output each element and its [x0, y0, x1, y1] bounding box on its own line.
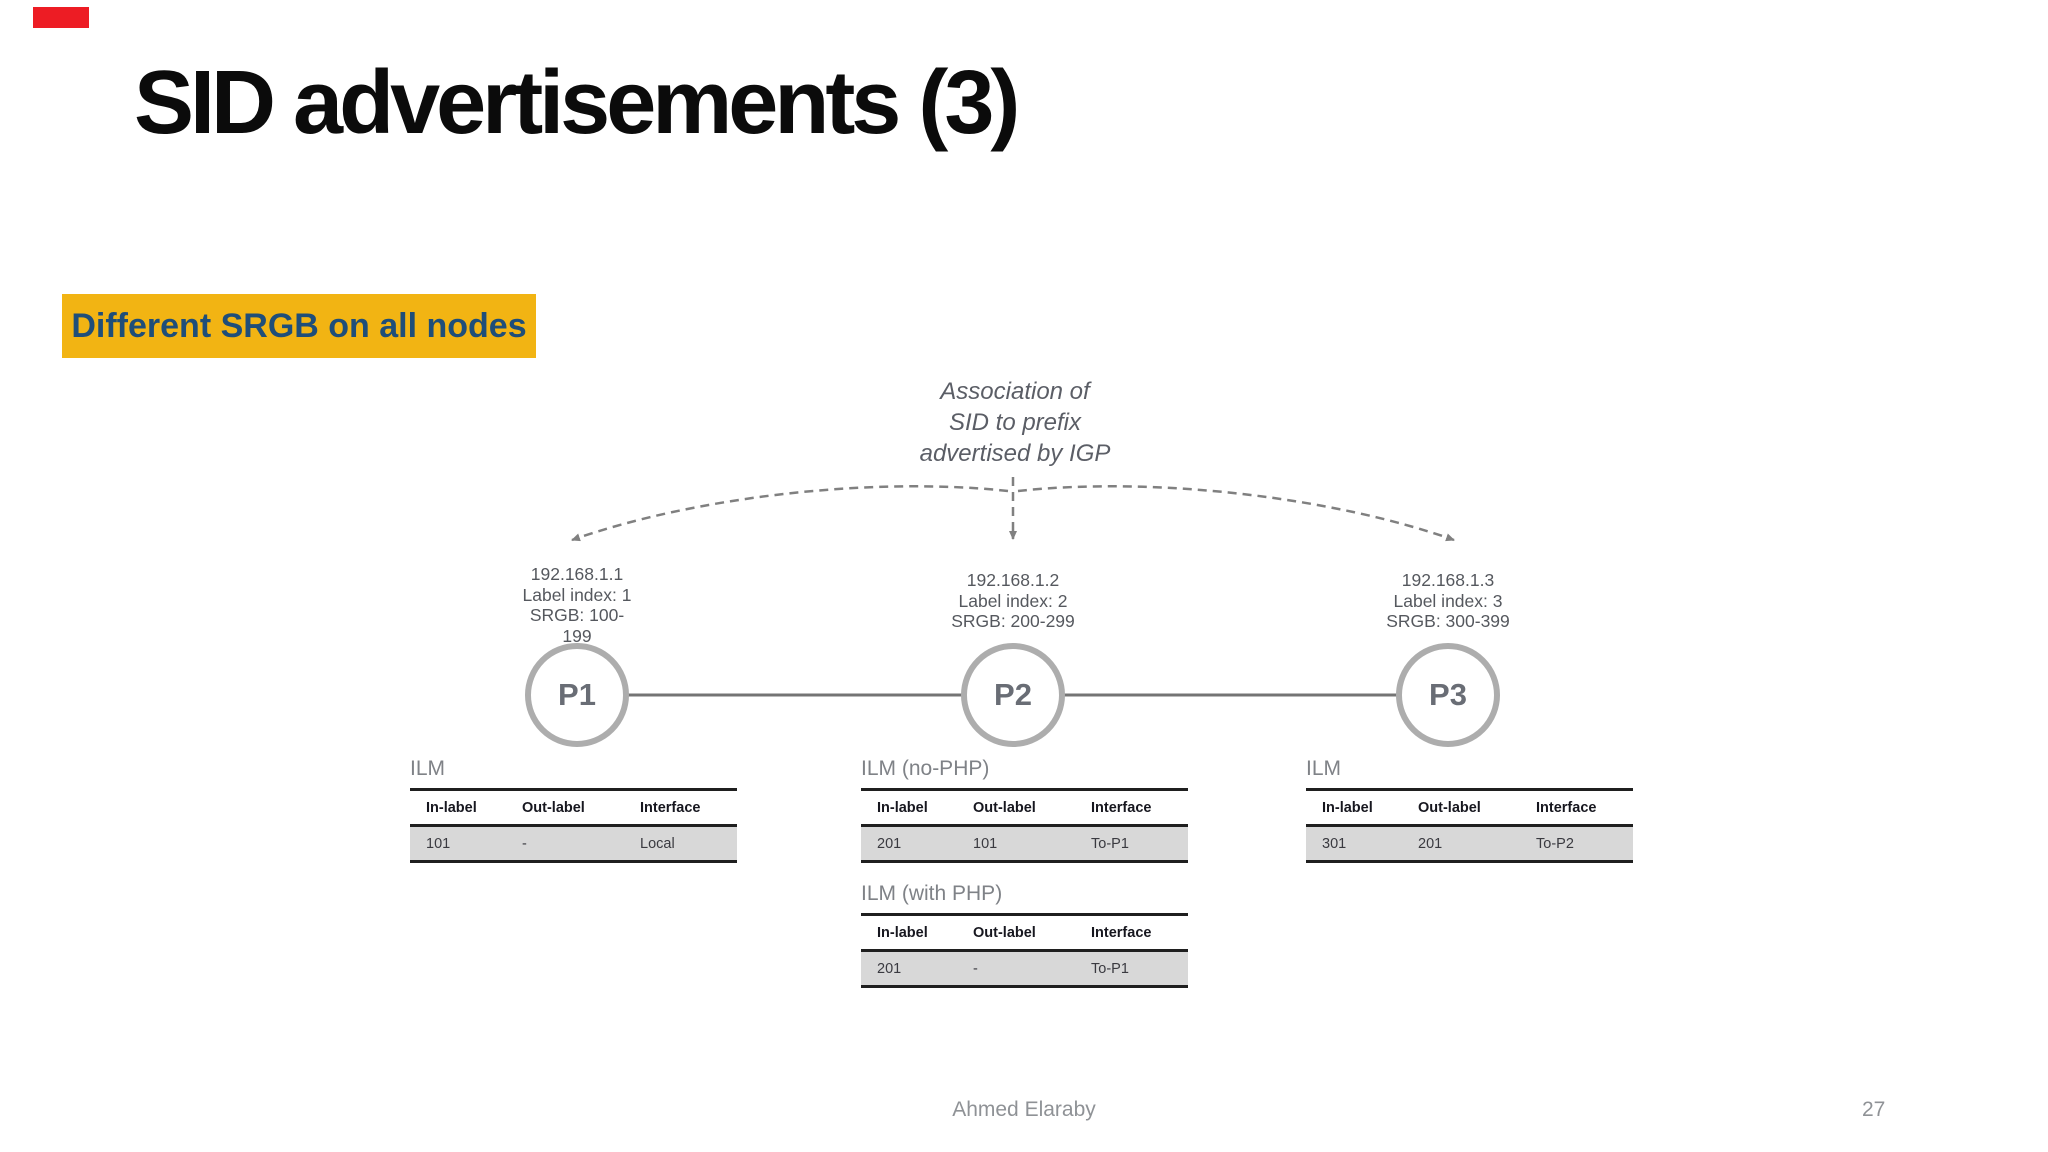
cell-in-label: 201	[861, 950, 957, 987]
node-label-index: Label index: 2	[958, 590, 1068, 611]
col-header-interface: Interface	[624, 789, 737, 827]
node-srgb: SRGB: 200-299	[951, 611, 1075, 631]
cell-in-label: 101	[410, 825, 506, 862]
table-row: 201 101 To-P1	[861, 825, 1188, 862]
page-number: 27	[1862, 1098, 1886, 1121]
annotation-line: advertised by IGP	[919, 440, 1111, 467]
col-header-out-label: Out-label	[506, 789, 624, 827]
node-srgb: SRGB: 300-399	[1386, 611, 1510, 631]
ilm-table-p3: ILM In-label Out-label Interface 301 201…	[1306, 757, 1633, 863]
red-marker	[33, 7, 89, 28]
node-id: P3	[1429, 677, 1467, 712]
cell-out-label: -	[506, 825, 624, 862]
cell-out-label: -	[957, 950, 1075, 987]
cell-interface: To-P1	[1075, 825, 1188, 862]
ilm-table-title: ILM	[410, 757, 446, 780]
table-row: 201 - To-P1	[861, 950, 1188, 987]
col-header-out-label: Out-label	[957, 789, 1075, 827]
col-header-in-label: In-label	[410, 789, 506, 827]
node-label-p1: 192.168.1.1 Label index: 1 SRGB: 100- 19…	[447, 564, 707, 646]
col-header-in-label: In-label	[861, 914, 957, 952]
col-header-out-label: Out-label	[957, 914, 1075, 952]
ilm-table-p2-no-php: ILM (no-PHP) In-label Out-label Interfac…	[861, 757, 1188, 863]
footer-author: Ahmed Elaraby	[952, 1098, 1096, 1121]
node-id: P1	[558, 677, 596, 712]
node-label-p3: 192.168.1.3 Label index: 3 SRGB: 300-399	[1318, 570, 1578, 632]
col-header-in-label: In-label	[861, 789, 957, 827]
node-label-index: Label index: 3	[1393, 590, 1503, 611]
callout-different-srgb: Different SRGB on all nodes	[62, 294, 536, 358]
router-node-p3: P3	[1396, 643, 1500, 747]
slide-title: SID advertisements (3)	[134, 53, 1020, 153]
arc-to-p1	[571, 485, 1009, 542]
node-label-p2: 192.168.1.2 Label index: 2 SRGB: 200-299	[883, 570, 1143, 632]
cell-interface: To-P1	[1075, 950, 1188, 987]
ilm-table-title: ILM (with PHP)	[861, 882, 1003, 905]
cell-interface: To-P2	[1520, 825, 1633, 862]
node-ip: 192.168.1.1	[530, 564, 624, 584]
ilm-table-p1: ILM In-label Out-label Interface 101 - L…	[410, 757, 737, 863]
cell-out-label: 101	[957, 825, 1075, 862]
node-srgb: SRGB: 100-	[529, 605, 625, 625]
col-header-interface: Interface	[1075, 789, 1188, 827]
cell-out-label: 201	[1402, 825, 1520, 862]
router-node-p1: P1	[525, 643, 629, 747]
col-header-interface: Interface	[1520, 789, 1633, 827]
annotation-line: SID to prefix	[948, 409, 1082, 436]
col-header-out-label: Out-label	[1402, 789, 1520, 827]
cell-interface: Local	[624, 825, 737, 862]
node-label-index: Label index: 1	[522, 584, 632, 605]
col-header-in-label: In-label	[1306, 789, 1402, 827]
router-node-p2: P2	[961, 643, 1065, 747]
node-ip: 192.168.1.2	[966, 570, 1060, 590]
annotation-line: Association of	[940, 378, 1090, 405]
node-id: P2	[994, 677, 1032, 712]
table-row: 101 - Local	[410, 825, 737, 862]
cell-in-label: 301	[1306, 825, 1402, 862]
node-srgb-cont: 199	[562, 625, 592, 646]
ilm-table-title: ILM (no-PHP)	[861, 757, 990, 780]
ilm-table-p2-with-php: ILM (with PHP) In-label Out-label Interf…	[861, 882, 1188, 988]
col-header-interface: Interface	[1075, 914, 1188, 952]
table-row: 301 201 To-P2	[1306, 825, 1633, 862]
cell-in-label: 201	[861, 825, 957, 862]
arc-to-p3	[1017, 485, 1455, 542]
node-ip: 192.168.1.3	[1401, 570, 1495, 590]
ilm-table-title: ILM	[1306, 757, 1342, 780]
association-annotation: Association of SID to prefix advertised …	[865, 376, 1165, 469]
